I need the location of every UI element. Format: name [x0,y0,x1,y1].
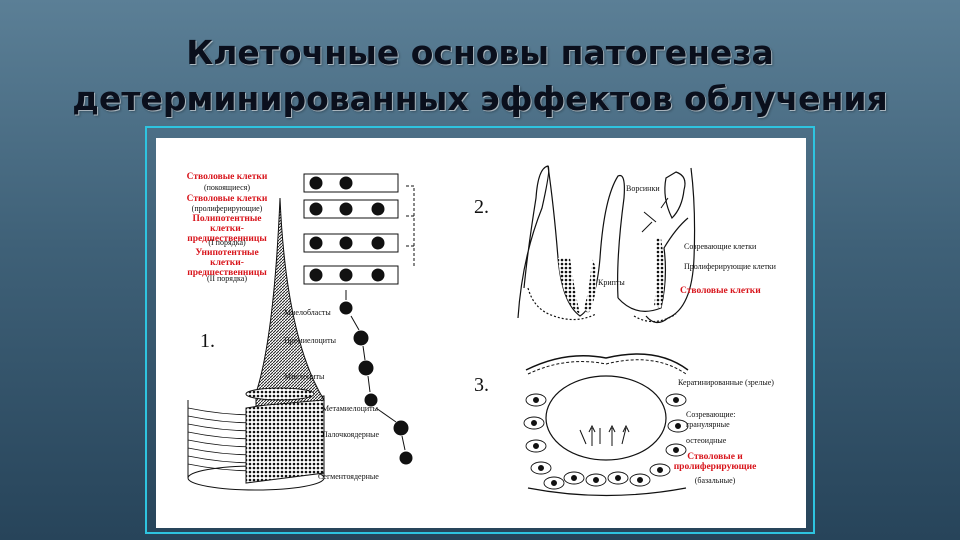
figure-frame [145,126,815,534]
stem-cell-rows [303,173,415,465]
hierarchy-label-8: (II порядка) [206,274,247,283]
stage-label-6: Сегментоядерные [318,472,379,481]
skin-label-keratinized: Кератинированные (зрелые) [678,378,774,387]
skin-diagram [523,353,689,497]
hierarchy-label-3: Стволовые клетки [186,194,268,204]
intestine-label-proliferating: Пролиферирующие клетки [684,262,776,271]
hierarchy-label-2: (покоящиеся) [203,183,251,192]
hierarchy-label-6: (I порядка) [208,238,246,247]
intestine-label-villi: Ворсинки [626,184,660,193]
figure-illustrations [187,165,696,497]
title-line-1: Клеточные основы патогенеза [186,33,774,72]
intestine-label-stem: Стволовые клетки [680,286,761,296]
stage-label-3: Миелоциты [284,372,325,381]
panel-number-1: 1. [200,330,215,352]
intestine-diagram [517,165,696,324]
hierarchy-label-5: Полипотентные клетки-предшественницы [187,214,267,244]
title-line-2: детерминированных эффектов облучения [72,79,888,118]
stage-label-2: Промиелоциты [284,336,336,345]
skin-label-stem: Стволовые и пролиферирующие [673,452,757,472]
hierarchy-label-1: Стволовые клетки [186,172,268,182]
stage-label-5: Палочкоядерные [322,430,380,439]
figure-panel: 1. 2. 3. Стволовые клетки (покоящиеся) С… [156,138,806,528]
skin-label-basal: (базальные) [694,476,736,485]
bone-cylinder [187,197,325,491]
intestine-label-maturing: Созревающие клетки [684,242,757,251]
panel-number-3: 3. [474,374,489,396]
hematopoiesis-diagram [187,173,415,491]
skin-label-granular: Созревающие: гранулярные [686,410,736,429]
stage-label-4: Метамиелоциты [322,404,379,413]
skin-label-osteoid: остеоидные [686,436,727,445]
hierarchy-label-7: Унипотентные клетки-предшественницы [187,248,267,278]
stage-label-1: Миелобласты [284,308,331,317]
hierarchy-label-4: (пролиферирующие) [191,204,263,213]
slide-title: Клеточные основы патогенеза детерминиров… [0,30,960,122]
intestine-label-crypts: Крипты [598,278,625,287]
panel-number-2: 2. [474,196,489,218]
